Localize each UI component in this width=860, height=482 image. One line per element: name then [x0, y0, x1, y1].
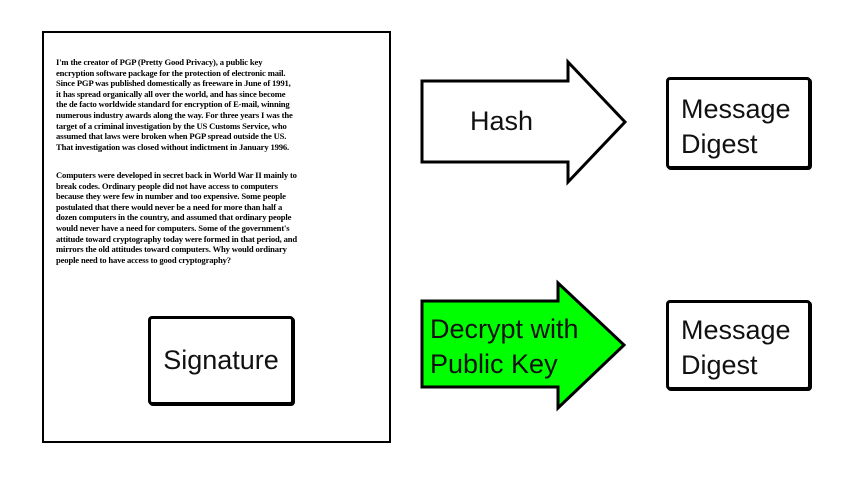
text-line: target of a criminal investigation by th…: [56, 120, 287, 131]
text-line: the de facto worldwide standard for encr…: [56, 99, 290, 110]
text-line: encryption software package for the prot…: [56, 67, 286, 78]
document-paragraph-1: I'm the creator of PGP (Pretty Good Priv…: [56, 57, 386, 152]
text-line: dozen computers in the country, and assu…: [56, 212, 292, 223]
decrypt-label: Decrypt with Public Key: [430, 312, 579, 382]
text-line: would never have a need for computers. S…: [56, 222, 290, 233]
decrypt-arrow: [420, 279, 627, 412]
signature-box: Signature: [148, 316, 294, 405]
decrypt-label-line1: Decrypt with: [430, 314, 579, 344]
text-line: because they were few in number and too …: [56, 191, 286, 202]
digest-label-line2: Digest: [681, 350, 758, 380]
digest-label-line1: Message: [681, 315, 791, 345]
hash-label: Hash: [470, 106, 534, 136]
text-line: That investigation was closed without in…: [56, 141, 290, 152]
text-line: break codes. Ordinary people did not hav…: [56, 180, 278, 191]
message-digest-box-1: Message Digest: [666, 77, 811, 169]
decrypt-label-line2: Public Key: [430, 349, 558, 379]
signature-label: Signature: [163, 345, 279, 375]
hash-arrow: [420, 58, 628, 186]
signed-document: I'm the creator of PGP (Pretty Good Priv…: [42, 31, 391, 443]
digest-label-line2: Digest: [681, 129, 758, 159]
text-line: Since PGP was published domestically as …: [56, 78, 291, 89]
text-line: postulated that there would never be a n…: [56, 201, 283, 212]
document-paragraph-2: Computers were developed in secret back …: [56, 170, 386, 265]
text-line: Computers were developed in secret back …: [56, 170, 297, 180]
text-line: people need to have access to good crypt…: [56, 254, 231, 265]
text-line: I'm the creator of PGP (Pretty Good Priv…: [56, 57, 263, 67]
text-line: it has spread organically all over the w…: [56, 88, 286, 99]
text-line: numerous industry awards along the way. …: [56, 109, 293, 120]
text-line: mirrors the old attitudes toward compute…: [56, 244, 287, 255]
text-line: assumed that laws were broken when PGP s…: [56, 131, 287, 142]
text-line: attitude toward cryptography today were …: [56, 233, 298, 244]
message-digest-box-2: Message Digest: [666, 300, 811, 390]
digest-label-line1: Message: [681, 94, 791, 124]
